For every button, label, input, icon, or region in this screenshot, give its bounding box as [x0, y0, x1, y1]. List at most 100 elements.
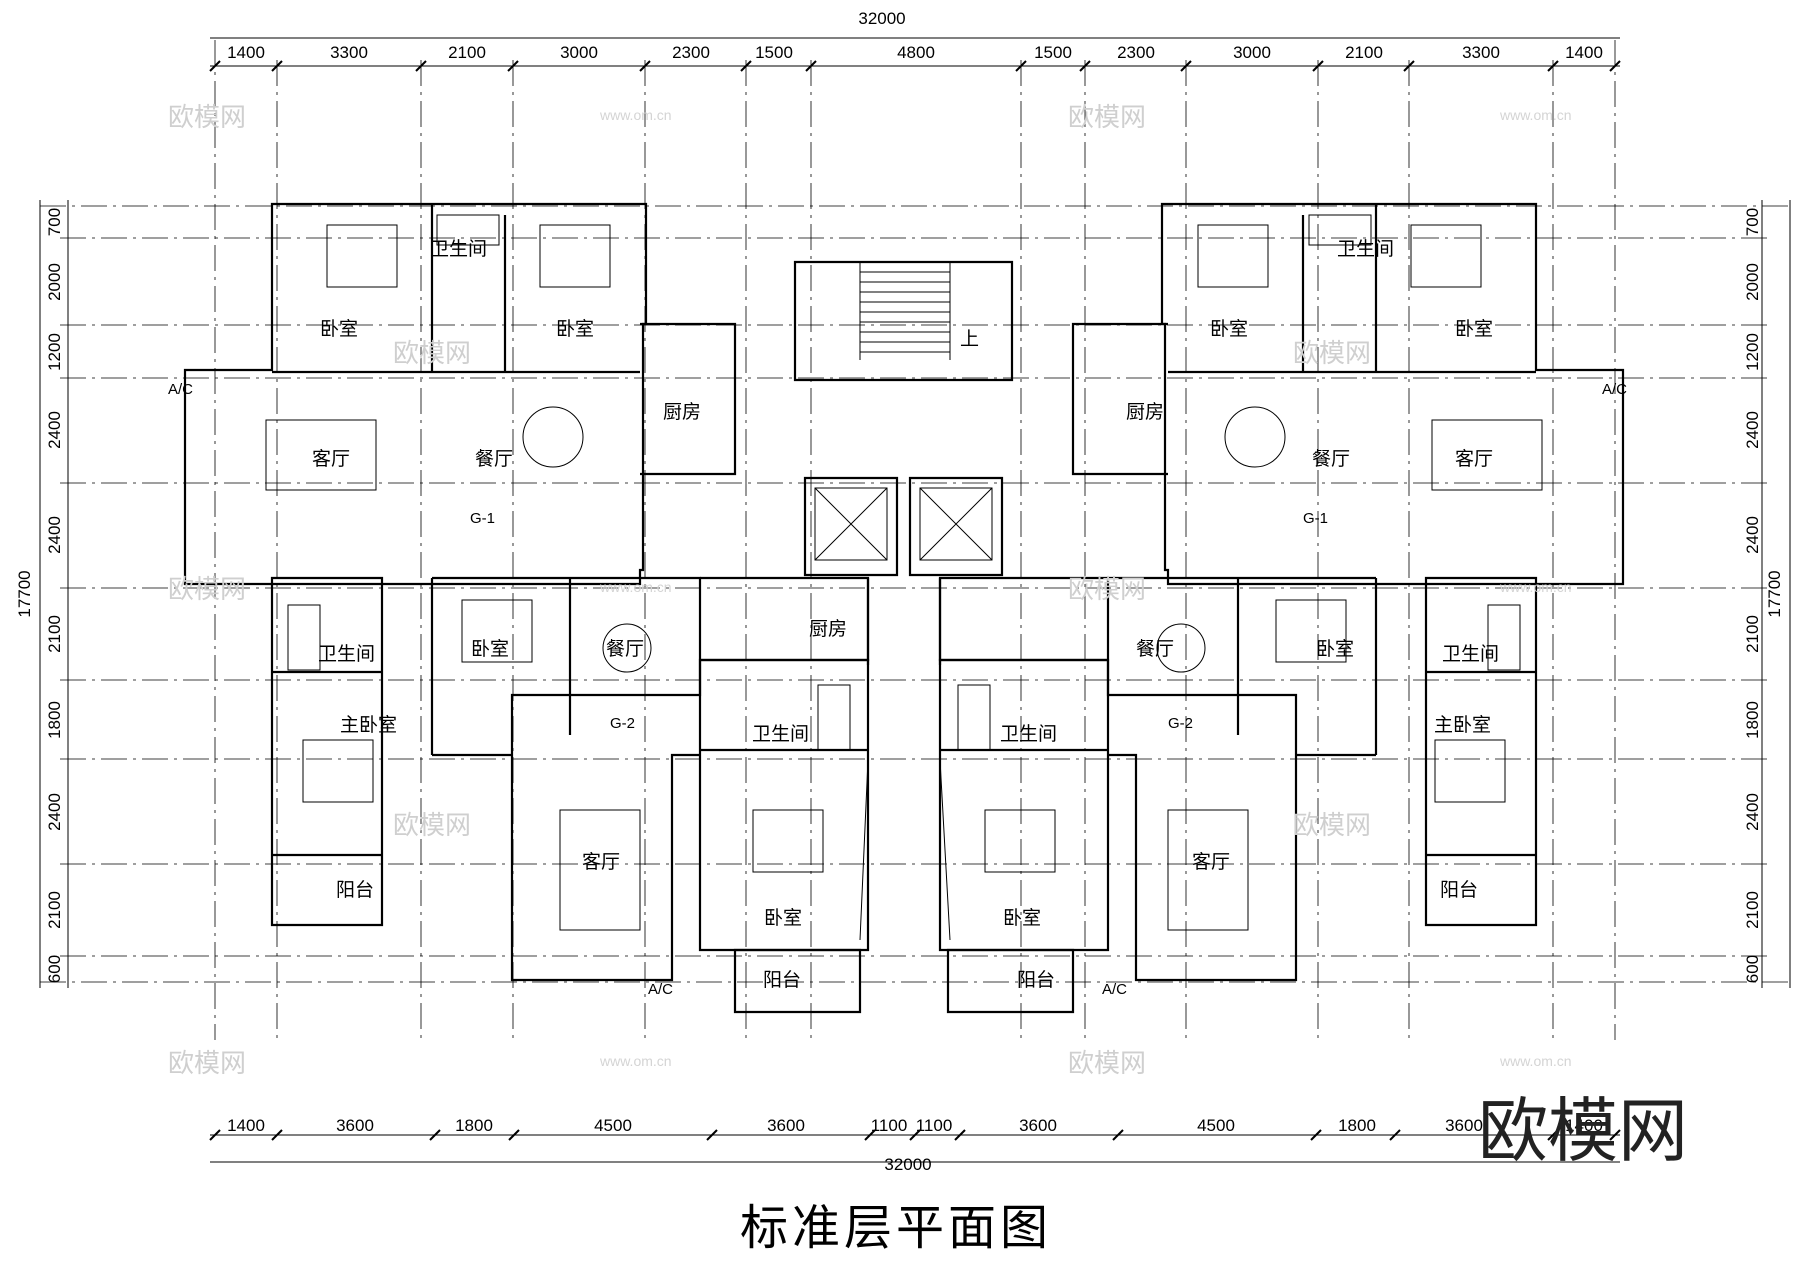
dim-right: 600: [1743, 955, 1762, 983]
watermark-url: www.om.cn: [1499, 1053, 1572, 1069]
bed-icon: [984, 809, 1056, 873]
axis-grid: [40, 40, 1790, 1040]
dim-right: 2000: [1743, 263, 1762, 301]
dim-left: 600: [45, 955, 64, 983]
room-labels-right: 卧室 卫生间 卧室 厨房 餐厅 客厅 G-1 A/C 卫生间 主卧室 阳台 卧室…: [1000, 238, 1627, 998]
room-label-bathroom: 卫生间: [1442, 643, 1499, 665]
dim-right: 2400: [1743, 793, 1762, 831]
room-label-bathroom: 卫生间: [752, 723, 809, 745]
bathtub-icon: [436, 214, 500, 246]
dimension-lines: [39, 37, 1791, 1163]
dim-left: 2000: [45, 263, 64, 301]
watermark-logo: 欧模网: [1068, 1049, 1146, 1079]
dim-top: 4800: [897, 43, 935, 62]
room-label-bedroom: 卧室: [1210, 318, 1248, 340]
dim-left: 2100: [45, 615, 64, 653]
walls-right-unit: [938, 202, 1625, 1014]
watermark-logo: 欧模网: [168, 103, 246, 133]
room-label-balcony: 阳台: [336, 879, 374, 901]
room-label-bedroom: 卧室: [471, 638, 509, 660]
bed-icon: [461, 599, 533, 663]
dim-right: 2400: [1743, 411, 1762, 449]
watermark-logo: 欧模网: [168, 575, 246, 605]
watermark-logo: 欧模网: [393, 339, 471, 369]
overall-depth-right: 17700: [1765, 570, 1784, 617]
dim-top: 1500: [755, 43, 793, 62]
dim-left: 2400: [45, 516, 64, 554]
axis-tag-ac: A/C: [648, 981, 673, 998]
bed-icon: [1434, 739, 1506, 803]
room-label-bedroom: 卧室: [320, 318, 358, 340]
dining-table-icon: [1156, 623, 1206, 673]
room-label-master-bedroom: 主卧室: [340, 714, 397, 736]
overall-width-top: 32000: [858, 9, 905, 28]
furniture-symbols: [265, 214, 1543, 931]
bathtub-icon: [817, 684, 851, 751]
top-dimensions: 32000 1400 3300 2100 3000 2300 1500 4800…: [227, 9, 1603, 62]
dim-top: 3000: [560, 43, 598, 62]
room-label-bedroom: 卧室: [1003, 907, 1041, 929]
dim-left: 2400: [45, 411, 64, 449]
dim-top: 2100: [1345, 43, 1383, 62]
dim-top: 3000: [1233, 43, 1271, 62]
watermark-url: www.om.cn: [1499, 579, 1572, 595]
room-label-balcony: 阳台: [763, 969, 801, 991]
bathtub-icon: [957, 684, 991, 751]
walls-left-unit: [183, 202, 870, 1014]
brand-logo: 欧模网: [1478, 1090, 1688, 1172]
bed-icon: [326, 224, 398, 288]
bed-icon: [752, 809, 824, 873]
dim-bottom: 3600: [336, 1116, 374, 1135]
left-dimensions: 17700 700 2000 1200 2400 2400 2100 1800 …: [15, 208, 64, 983]
dim-bottom: 1800: [1338, 1116, 1376, 1135]
dining-table-icon: [602, 623, 652, 673]
dim-left: 2100: [45, 891, 64, 929]
room-label-dining: 餐厅: [475, 448, 513, 470]
dim-top: 2300: [672, 43, 710, 62]
dim-left: 700: [45, 208, 64, 236]
watermark-logo: 欧模网: [1293, 339, 1371, 369]
room-label-kitchen: 厨房: [809, 618, 847, 640]
bed-icon: [1275, 599, 1347, 663]
bathtub-icon: [1308, 214, 1372, 246]
watermark-url: www.om.cn: [599, 1053, 672, 1069]
room-labels-left: 卧室 卫生间 卧室 厨房 客厅 餐厅 G-1 A/C 卫生间 主卧室 阳台 卧室…: [168, 238, 847, 998]
dim-bottom: 3600: [1445, 1116, 1483, 1135]
dim-bottom: 3600: [767, 1116, 805, 1135]
axis-tag-ac: A/C: [1102, 981, 1127, 998]
stair-up-label: 上: [960, 328, 979, 350]
sofa-icon: [265, 419, 377, 491]
sofa-icon: [559, 809, 641, 931]
room-label-bathroom: 卫生间: [1337, 238, 1394, 260]
room-label-living: 客厅: [1455, 448, 1493, 470]
dim-bottom: 1100: [871, 1116, 908, 1135]
unit-tag-g1: G-1: [470, 510, 495, 527]
room-label-bathroom: 卫生间: [1000, 723, 1057, 745]
watermark-url: www.om.cn: [1499, 107, 1572, 123]
room-label-balcony: 阳台: [1440, 879, 1478, 901]
dim-bottom: 1800: [455, 1116, 493, 1135]
dim-top: 2300: [1117, 43, 1155, 62]
dining-table-icon: [1224, 406, 1286, 468]
room-label-bedroom: 卧室: [1455, 318, 1493, 340]
room-label-bedroom: 卧室: [1316, 638, 1354, 660]
dim-top: 1400: [227, 43, 265, 62]
dim-top: 3300: [330, 43, 368, 62]
watermark-url: www.om.cn: [599, 579, 672, 595]
dim-left: 2400: [45, 793, 64, 831]
bed-icon: [302, 739, 374, 803]
watermark-logo: 欧模网: [1068, 575, 1146, 605]
dim-bottom: 4500: [1197, 1116, 1235, 1135]
dining-table-icon: [522, 406, 584, 468]
watermark-logo: 欧模网: [1068, 103, 1146, 133]
dim-top: 3300: [1462, 43, 1500, 62]
dim-bottom: 1100: [916, 1116, 953, 1135]
room-label-dining: 餐厅: [1136, 638, 1174, 660]
room-label-living: 客厅: [1192, 851, 1230, 873]
bathtub-icon: [1487, 604, 1521, 671]
drawing-title: 标准层平面图: [740, 1200, 1053, 1256]
axis-tag-ac: A/C: [1602, 381, 1627, 398]
room-label-living: 客厅: [312, 448, 350, 470]
watermark-logo: 欧模网: [393, 811, 471, 841]
